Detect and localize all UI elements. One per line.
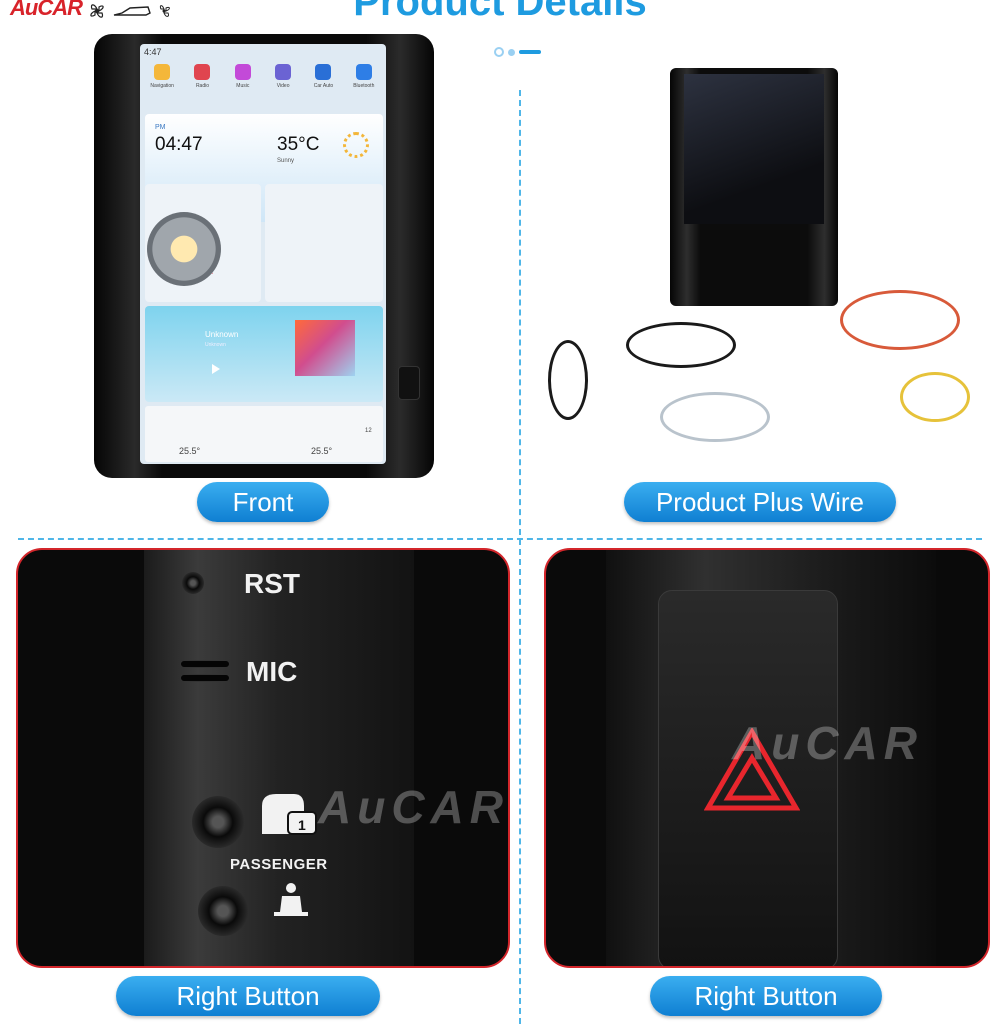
- app-label: Radio: [195, 83, 210, 89]
- app-video: Video: [265, 64, 301, 89]
- airbag-indicator-2: [198, 886, 248, 936]
- bluetooth-icon: [355, 64, 372, 80]
- brand-logo: AuCAR: [10, 0, 172, 22]
- carousel-indicator[interactable]: [494, 47, 541, 57]
- music-icon: [234, 64, 251, 80]
- watermark: AuCAR: [318, 781, 509, 833]
- side-panel: [144, 550, 414, 966]
- kit-screen-reflection: [684, 74, 824, 224]
- vertical-divider: [519, 90, 521, 1024]
- cable-harness: [626, 322, 736, 368]
- hazard-button: [658, 590, 838, 966]
- clock-ampm: PM: [155, 124, 166, 131]
- passenger-airbag-icon: 1: [262, 794, 317, 835]
- app-label: Bluetooth: [353, 83, 375, 89]
- temp-left: 25.5°: [179, 446, 201, 456]
- label-right-button-right: Right Button: [650, 976, 882, 1016]
- mic-label: MIC: [246, 656, 298, 687]
- app-label: Car Auto: [313, 83, 334, 89]
- fan-icon: [90, 4, 104, 18]
- cable-rca: [900, 372, 970, 422]
- car-auto-icon: [315, 64, 332, 80]
- temp-right: 25.5°: [311, 446, 333, 456]
- album-art: [295, 320, 355, 376]
- app-navigation: Navigation: [144, 64, 180, 89]
- seat-belt-icon: [274, 883, 308, 916]
- sun-icon: [343, 132, 369, 158]
- volume-value: 12: [365, 428, 372, 434]
- navigation-icon: [154, 64, 171, 80]
- app-label: Navigation: [150, 83, 174, 89]
- clock-time: 04:47: [155, 134, 203, 155]
- play-icon: [212, 364, 220, 374]
- closeup-right-buttons-right: AuCAR: [544, 548, 990, 968]
- app-row: Navigation Radio Music Video Car Auto Bl…: [140, 60, 386, 89]
- watermark: AuCAR: [732, 717, 923, 769]
- screen-status-time: 4:47: [144, 47, 162, 57]
- radio-icon: [194, 64, 211, 80]
- weather-temp: 35°C: [277, 134, 320, 155]
- compass-dial: [147, 212, 221, 286]
- carousel-dot-2[interactable]: [508, 48, 515, 56]
- app-label: Music: [236, 83, 250, 89]
- video-icon: [275, 64, 292, 80]
- label-right-button-left: Right Button: [116, 976, 380, 1016]
- closeup-right-buttons-left: RST MIC 1 PASSENGER AuCAR: [16, 548, 510, 968]
- logo-text: AuCAR: [10, 0, 83, 20]
- climate-control-bar: 25.5° 25.5° 12: [145, 406, 383, 462]
- label-product-plus-wire: Product Plus Wire: [624, 482, 896, 522]
- mic-slot-2: [180, 674, 230, 682]
- media-title: Unknown: [205, 330, 239, 339]
- app-music: Music: [225, 64, 261, 89]
- weather-desc: Sunny: [277, 158, 295, 164]
- fan-icon-2: [159, 5, 170, 17]
- compass-card: [265, 184, 383, 302]
- cable-antenna: [660, 392, 770, 442]
- carousel-dot-active[interactable]: [519, 50, 541, 54]
- mic-slot-1: [180, 660, 230, 668]
- media-artist: Unknown: [205, 342, 226, 348]
- media-player-card: Unknown Unknown: [145, 306, 383, 402]
- rst-label: RST: [244, 568, 300, 599]
- passenger-label: PASSENGER: [230, 856, 328, 873]
- cable-usb: [548, 340, 588, 420]
- hazard-button-small: [398, 366, 420, 400]
- horizontal-divider: [18, 538, 982, 540]
- airbag-indicator-1: [192, 796, 244, 848]
- page-title: Product Details: [353, 0, 647, 24]
- hazard-warning-icon: [704, 728, 800, 811]
- rst-hole: [182, 572, 204, 594]
- cable-power: [840, 290, 960, 350]
- app-bluetooth: Bluetooth: [346, 64, 382, 89]
- app-radio: Radio: [184, 64, 220, 89]
- app-label: Video: [276, 83, 290, 89]
- svg-text:1: 1: [298, 817, 306, 833]
- carousel-dot-1[interactable]: [494, 47, 504, 57]
- app-car-auto: Car Auto: [305, 64, 341, 89]
- car-icon: [113, 6, 151, 16]
- label-front: Front: [197, 482, 329, 522]
